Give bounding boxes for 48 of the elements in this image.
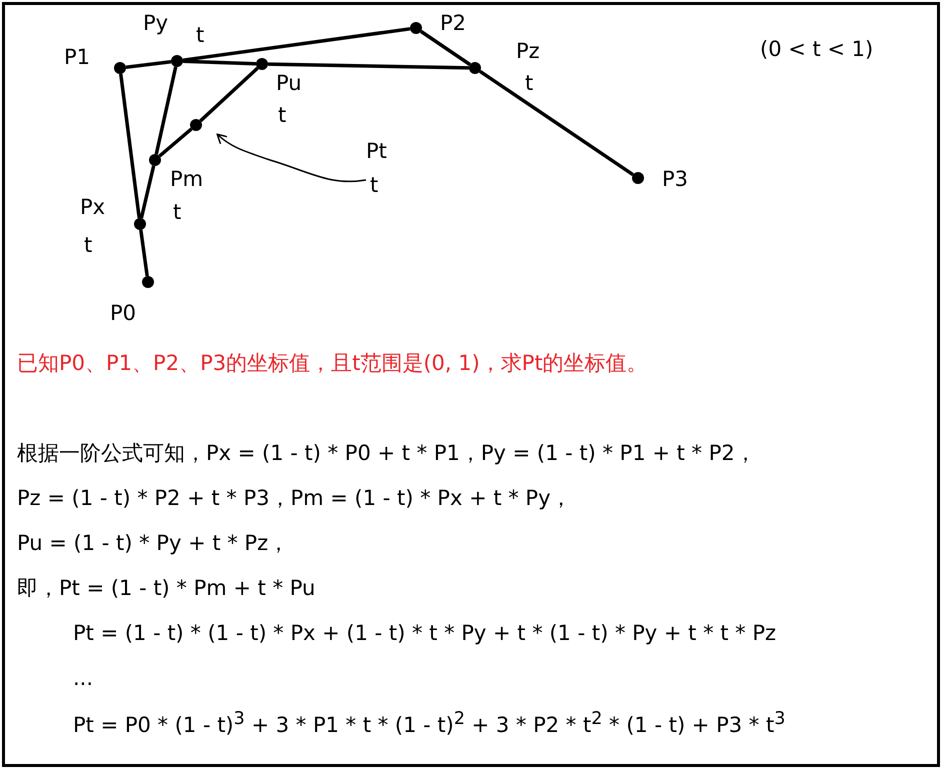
point-label: Px xyxy=(80,196,106,220)
point-label: P0 xyxy=(110,302,136,326)
point-dot xyxy=(142,276,154,288)
point-dot xyxy=(410,22,422,34)
range-note: (0 < t < 1) xyxy=(760,38,874,62)
point-dot xyxy=(632,172,644,184)
line-segment xyxy=(182,59,256,66)
formula-line: 即，Pt = (1 - t) * Pm + t * Pu xyxy=(17,577,316,600)
ellipsis: ... xyxy=(73,667,94,690)
point-label: Pm xyxy=(170,168,204,192)
formula-line: Pt = P0 * (1 - t)$^{3}$ + 3 * P1 * t * (1 - t)$^{2}$ + 3 * P2 * t$^{2}$ * (1 - t) + P3 * t$^{3}$ xyxy=(73,710,786,738)
point-dot xyxy=(256,58,268,70)
line-segment xyxy=(479,70,634,176)
line-segment xyxy=(420,30,472,66)
point-label: Pt xyxy=(366,140,387,164)
line-segment xyxy=(268,62,470,70)
point-label: t xyxy=(525,72,534,96)
point-label: t xyxy=(370,174,378,198)
point-label: Py xyxy=(143,12,168,36)
point-dot xyxy=(469,62,481,74)
line-segment xyxy=(199,66,259,122)
point-dot xyxy=(190,119,202,131)
point-label: t xyxy=(278,104,286,128)
point-label: Pz xyxy=(516,40,540,64)
leader-arrow xyxy=(216,134,366,182)
formula-line: Pu = (1 - t) * Py + t * Pz， xyxy=(17,532,290,556)
question-text: 已知P0、P1、P2、P3的坐标值，且t范围是(0, 1)，求Pt的坐标值。 xyxy=(17,352,648,376)
line-segment xyxy=(126,60,172,69)
point-label: P1 xyxy=(64,46,90,70)
point-label: Pu xyxy=(276,72,302,96)
line-segment xyxy=(182,27,410,62)
point-label: t xyxy=(173,201,182,224)
point-dot xyxy=(149,154,161,166)
formula-line: Pz = (1 - t) * P2 + t * P3，Pm = (1 - t) * Px + t * Py， xyxy=(17,487,572,510)
point-dot xyxy=(134,218,146,230)
formula-line: Pt = (1 - t) * (1 - t) * Px + (1 - t) * t * Py + t * (1 - t) * Py + t * t * Pz xyxy=(73,622,776,646)
line-segment xyxy=(154,66,178,155)
point-label: t xyxy=(196,24,204,48)
point-dot xyxy=(114,62,126,74)
point-label: P3 xyxy=(662,168,688,192)
formula-line: 根据一阶公式可知，Px = (1 - t) * P0 + t * P1，Py = (1 - t) * P1 + t * P2， xyxy=(17,442,756,466)
point-label: t xyxy=(84,234,92,258)
line-segment xyxy=(139,230,149,276)
point-label: P2 xyxy=(440,12,466,36)
line-segment xyxy=(119,74,141,218)
line-segment xyxy=(158,128,193,158)
line-segment xyxy=(140,165,156,219)
point-dot xyxy=(171,55,183,67)
